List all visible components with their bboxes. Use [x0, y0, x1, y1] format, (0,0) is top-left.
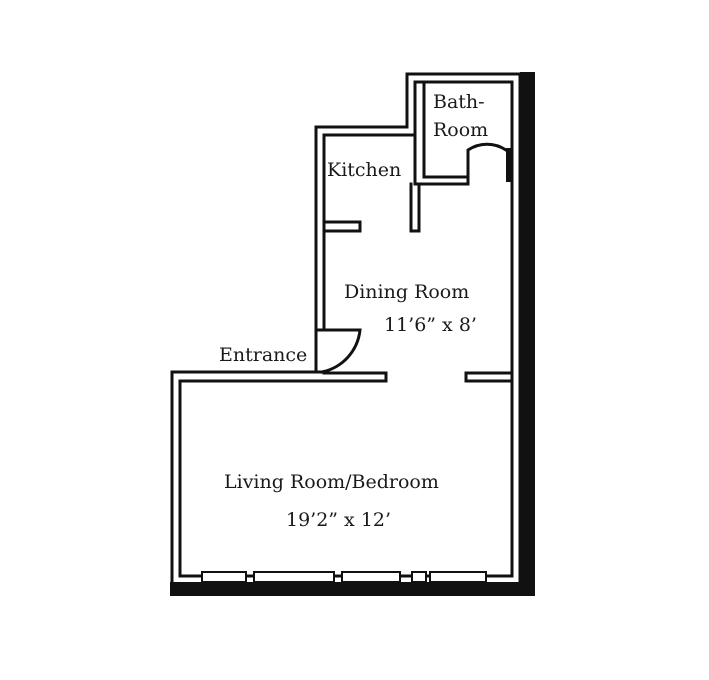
- dining-living-partition: [314, 328, 514, 383]
- entrance-label: Entrance: [219, 344, 307, 366]
- bathroom-walls: [413, 80, 512, 186]
- bath-door-jamb: [506, 148, 512, 182]
- entrance-door: [320, 328, 362, 374]
- dining-size: 11’6” x 8’: [384, 314, 477, 336]
- living-size: 19’2” x 12’: [286, 509, 391, 531]
- kitchen-label: Kitchen: [327, 159, 401, 181]
- dining-label: Dining Room: [344, 281, 469, 303]
- bath-label-line1: Bath-: [433, 91, 485, 113]
- plan-shadow-right: [520, 72, 535, 596]
- windows: [201, 571, 487, 583]
- bath-label-line2: Room: [433, 119, 488, 141]
- living-label: Living Room/Bedroom: [224, 471, 439, 493]
- bath-door: [466, 142, 509, 186]
- kitchen-walls: [322, 182, 421, 233]
